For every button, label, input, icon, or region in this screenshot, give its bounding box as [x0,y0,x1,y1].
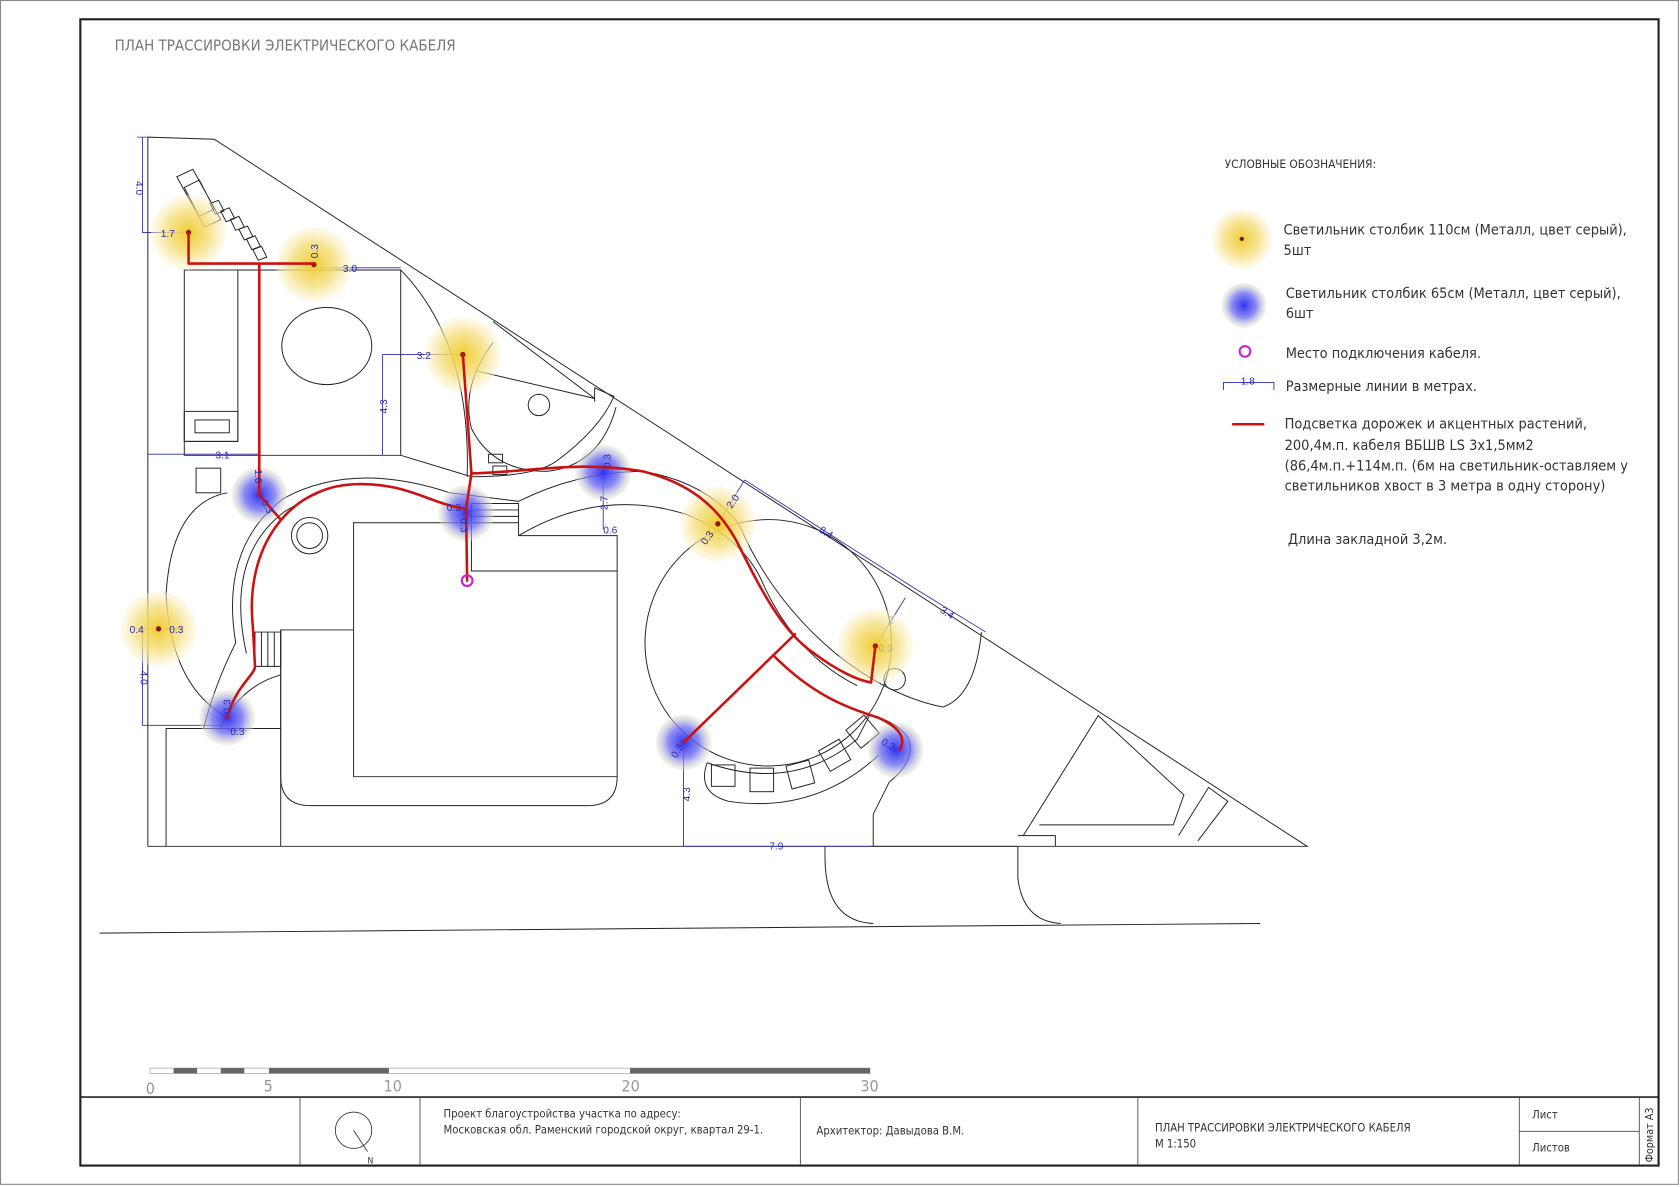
sheet-label: Лист [1532,1108,1558,1121]
dim-label: 3.1 [215,451,229,462]
drawing-frame [79,18,1660,1167]
dim-label: 0.3 [230,727,244,738]
dim-label: 0.4 [130,625,144,636]
sheet-title: ПЛАН ТРАССИРОВКИ ЭЛЕКТРИЧЕСКОГО КАБЕЛЯ [115,36,456,54]
scale-label: 5 [264,1077,273,1096]
dimension-line-icon [1223,382,1275,390]
legend-heading: УСЛОВНЫЕ ОБОЗНАЧЕНИЯ: [1225,157,1376,171]
cable-route [187,231,904,752]
scale-label: 0 [146,1079,155,1098]
north-label: N [368,1156,374,1166]
dim-label: 7.9 [769,842,783,853]
legend-item-label: 6шт [1286,306,1314,322]
project-line-2: Московская обл. Раменский городской окру… [444,1123,764,1136]
legend-item-label: Место подключения кабеля. [1286,346,1481,362]
blue-light-icon [575,444,632,501]
blue-light-icon [867,722,924,778]
dim-label: 0.6 [603,526,617,537]
dim-label: 0.3 [458,519,469,533]
dim-label: 0.3 [222,699,233,713]
legend: УСЛОВНЫЕ ОБОЗНАЧЕНИЯ: Светильник столбик… [1211,157,1629,548]
legend-item-label: Подсветка дорожек и акцентных растений, [1285,417,1587,433]
sheet-format: Формат А3 [1643,1108,1656,1163]
legend-note: Длина закладной 3,2м. [1288,532,1447,548]
dim-label: 4.0 [133,181,144,195]
dim-label: 2.7 [599,495,610,509]
architect: Архитектор: Давыдова В.М. [816,1125,964,1138]
scale-label: 20 [621,1077,639,1096]
dim-label: 0.3 [310,244,321,258]
legend-item-label: светильников хвост в 3 метра в одну стор… [1285,479,1606,495]
connection-point-icon [1238,344,1252,358]
dim-label: 1.6 [252,469,263,483]
dim-label: 0.3 [879,643,893,654]
legend-item-label: (86,4м.п.+114м.п. (6м на светильник-оста… [1285,458,1629,474]
dim-label: 0.3 [603,454,614,468]
title-block: N Проект благоустройства участка по адре… [80,1096,1659,1166]
dim-label: 3.0 [343,264,357,275]
drawing-scale: М 1:150 [1155,1137,1196,1150]
light-fixtures [121,194,924,778]
dim-label: 0.3 [169,625,183,636]
dimension-labels: 4.0 1.7 0.3 3.0 3.2 4.3 3.1 1.6 0.3 0.3 … [130,181,956,852]
connection-point-icon [460,574,474,588]
dim-label: 1.7 [161,229,175,240]
scale-label: 30 [860,1077,878,1096]
project-line-1: Проект благоустройства участка по адресу… [444,1107,681,1120]
scale-bar: 0 5 10 20 30 [146,1067,879,1098]
north-arrow-icon [334,1111,373,1149]
legend-item-label: Светильник столбик 65см (Металл, цвет се… [1286,286,1621,302]
dim-label: 3.4 [938,605,956,622]
dim-label: 3.2 [417,351,431,362]
blue-light-icon [1221,282,1267,328]
scale-label: 10 [384,1077,402,1096]
legend-item-label: 200,4м.п. кабеля ВБШВ LS 3х1,5мм2 [1285,438,1534,454]
legend-item-label: 5шт [1284,243,1312,259]
drawing-title: ПЛАН ТРАССИРОВКИ ЭЛЕКТРИЧЕСКОГО КАБЕЛЯ [1155,1121,1411,1134]
legend-item-label: Светильник столбик 110см (Металл, цвет с… [1284,223,1627,239]
dim-label: 4.0 [137,671,148,685]
dim-label: 4.3 [379,399,390,413]
sheets-label: Листов [1532,1142,1570,1155]
legend-item-label: Размерные линии в метрах. [1286,379,1477,395]
dim-label: 0.3 [447,503,461,514]
yellow-light-icon [121,591,197,667]
legend-dimension-sample: 1.8 [1241,377,1255,388]
dim-label: 2 [888,615,894,626]
yellow-light-icon [680,486,756,562]
dim-label: 4.3 [682,787,693,801]
